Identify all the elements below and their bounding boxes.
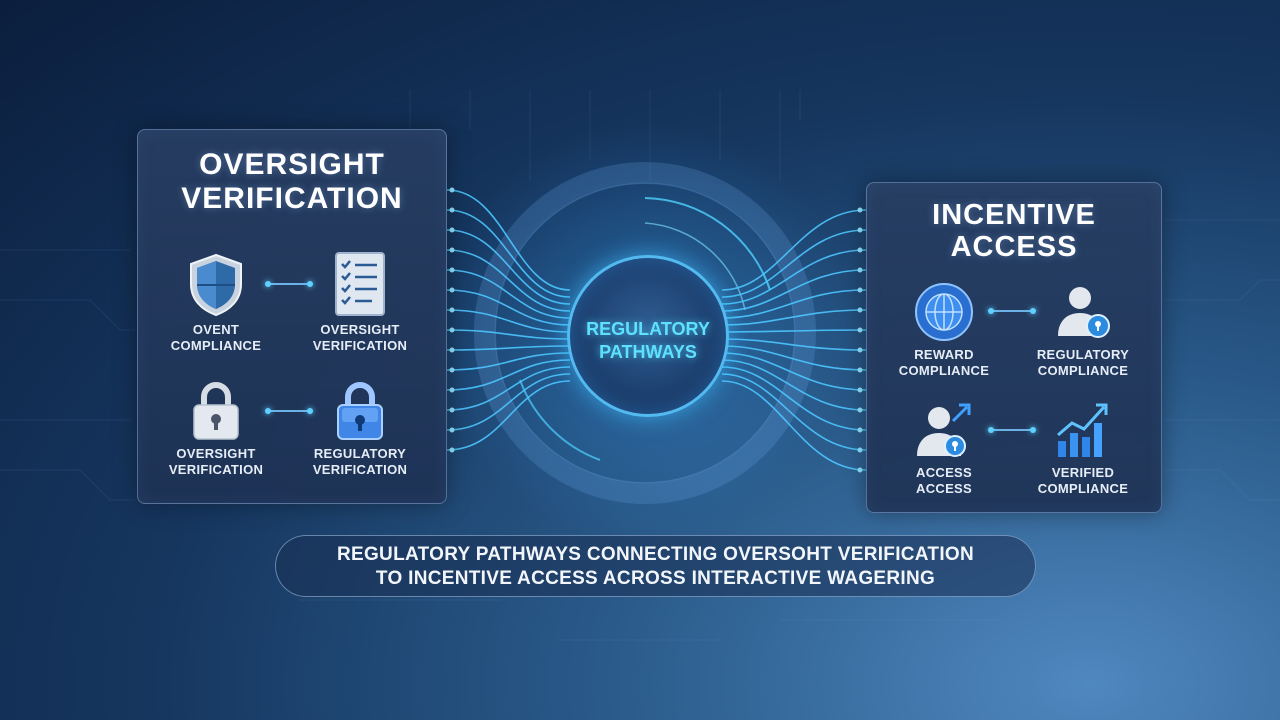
- wire-node: [857, 407, 863, 413]
- wire-node: [449, 307, 455, 313]
- item-regulatory-verification[interactable]: REGULATORY VERIFICATION: [304, 380, 416, 478]
- circuit-wire: [446, 229, 571, 305]
- wire-node: [857, 447, 863, 453]
- connector: [265, 408, 313, 414]
- globe-icon: [915, 283, 973, 341]
- circuit-wire: [721, 345, 867, 371]
- hub-label: REGULATORY PATHWAYS: [586, 319, 710, 362]
- bar-chart-icon: [1057, 403, 1108, 457]
- user-growth-icon: [917, 403, 971, 457]
- wire-node: [857, 467, 863, 473]
- item-label: REWARD COMPLIANCE: [898, 347, 990, 378]
- item-access-access[interactable]: ACCESS ACCESS: [889, 399, 999, 497]
- wire-node: [449, 387, 455, 393]
- wire-node: [449, 247, 455, 253]
- wire-node: [449, 347, 455, 353]
- connector: [265, 281, 313, 287]
- circuit-wire: [721, 352, 867, 391]
- checklist-icon: [335, 252, 385, 316]
- circuit-wire: [721, 338, 867, 351]
- wire-node: [449, 427, 455, 433]
- item-regulatory-compliance[interactable]: REGULATORY COMPLIANCE: [1027, 281, 1139, 379]
- panel-title-oversight: OVERSIGHT VERIFICATION: [181, 148, 403, 215]
- wire-node: [857, 307, 863, 313]
- wire-node: [857, 267, 863, 273]
- wire-node: [449, 187, 455, 193]
- item-ovent-compliance[interactable]: OVENT COMPLIANCE: [166, 252, 266, 354]
- wire-node: [857, 367, 863, 373]
- circuit-wire: [446, 359, 571, 391]
- circuit-wire: [721, 359, 867, 411]
- circuit-wire: [446, 289, 571, 326]
- circuit-wire: [446, 209, 571, 298]
- padlock-icon: [193, 382, 239, 440]
- wire-node: [857, 227, 863, 233]
- item-label: VERIFIED COMPLIANCE: [1037, 465, 1129, 496]
- circuit-wire: [721, 373, 867, 451]
- circuit-wire: [721, 209, 867, 291]
- circuit-wire: [446, 380, 571, 451]
- circuit-wire: [721, 229, 867, 298]
- wire-node: [857, 247, 863, 253]
- item-label: ACCESS ACCESS: [916, 465, 972, 496]
- user-lock-icon: [1058, 287, 1110, 338]
- circuit-wire: [721, 249, 867, 305]
- circuit-wire: [446, 189, 571, 291]
- item-label: REGULATORY VERIFICATION: [312, 446, 408, 477]
- wire-node: [857, 387, 863, 393]
- incentive-access-panel: INCENTIVE ACCESS REWARD COMPLIANCE REGUL…: [866, 182, 1162, 513]
- circuit-wire: [446, 345, 571, 351]
- shield-icon: [190, 253, 242, 317]
- item-label: REGULATORY COMPLIANCE: [1036, 347, 1130, 378]
- wire-node: [857, 347, 863, 353]
- wire-node: [449, 447, 455, 453]
- circuit-wire: [721, 366, 867, 431]
- circuit-wire: [721, 329, 867, 333]
- item-label: OVENT COMPLIANCE: [170, 322, 262, 353]
- circuit-wire: [446, 366, 571, 411]
- wire-node: [449, 227, 455, 233]
- circuit-wire: [446, 269, 571, 319]
- wire-node: [449, 207, 455, 213]
- circuit-wire: [446, 373, 571, 431]
- item-verified-compliance[interactable]: VERIFIED COMPLIANCE: [1027, 399, 1139, 497]
- circuit-wire: [446, 249, 571, 312]
- caption: REGULATORY PATHWAYS CONNECTING OVERSOHT …: [275, 535, 1036, 597]
- wire-node: [857, 427, 863, 433]
- wire-node: [449, 267, 455, 273]
- wire-node: [449, 287, 455, 293]
- wire-node: [449, 327, 455, 333]
- wire-node: [857, 207, 863, 213]
- circuit-wire: [446, 309, 571, 333]
- connector: [988, 308, 1036, 314]
- oversight-verification-panel: OVERSIGHT VERIFICATION OVENT COMPLIANCE …: [137, 129, 447, 504]
- circuit-wire: [721, 269, 867, 312]
- item-label: OVERSIGHT VERIFICATION: [312, 322, 408, 353]
- item-label: OVERSIGHT VERIFICATION: [168, 446, 264, 477]
- circuit-wire: [721, 309, 867, 326]
- wire-node: [857, 287, 863, 293]
- connector: [988, 427, 1036, 433]
- circuit-wire: [721, 289, 867, 319]
- item-reward-compliance[interactable]: REWARD COMPLIANCE: [889, 281, 999, 379]
- wire-node: [857, 327, 863, 333]
- circuit-wire: [721, 380, 867, 471]
- circuit-wire: [446, 352, 571, 371]
- wire-node: [449, 407, 455, 413]
- glowing-padlock-icon: [337, 382, 383, 440]
- circuit-wire: [446, 329, 571, 340]
- wire-node: [449, 367, 455, 373]
- item-oversight-verification-2[interactable]: OVERSIGHT VERIFICATION: [158, 380, 274, 478]
- panel-title-incentive: INCENTIVE ACCESS: [932, 199, 1096, 263]
- item-oversight-verification-1[interactable]: OVERSIGHT VERIFICATION: [308, 250, 412, 354]
- regulatory-pathways-hub: REGULATORY PATHWAYS: [567, 255, 729, 417]
